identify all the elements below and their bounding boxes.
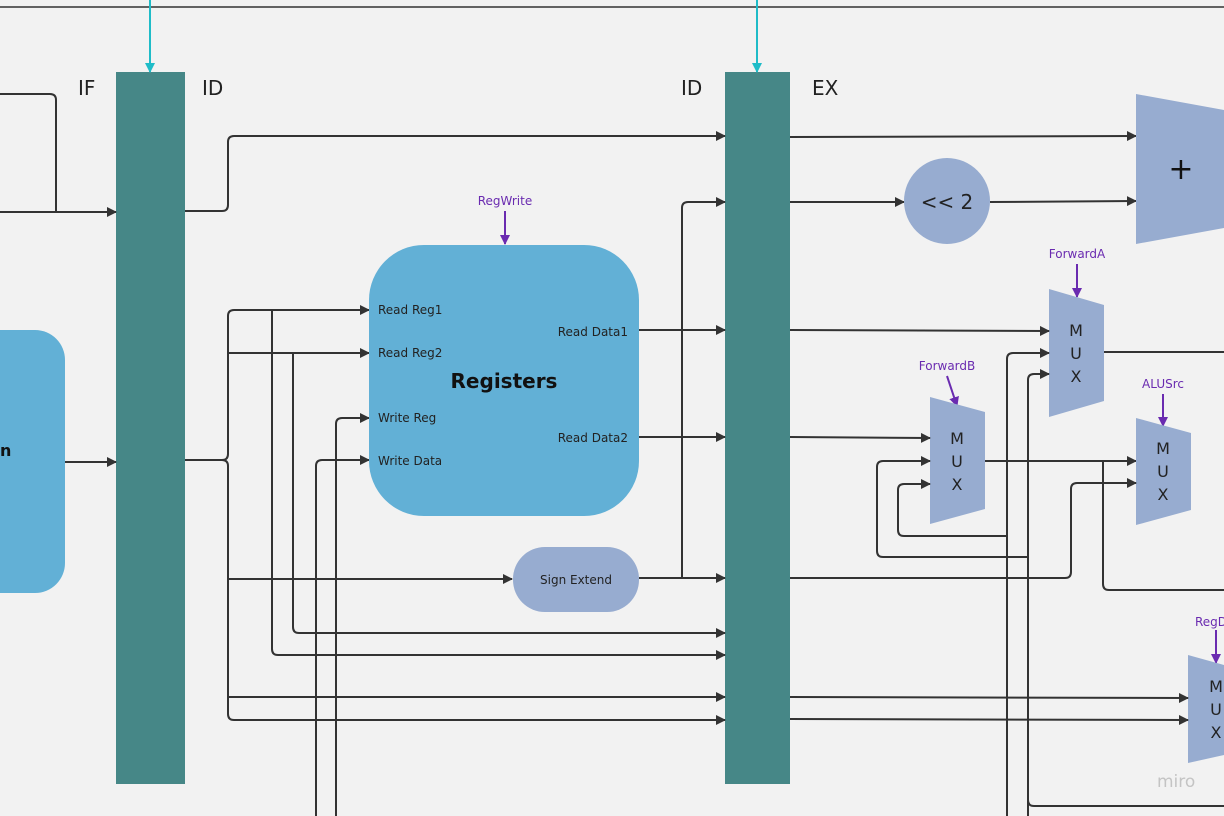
wire-pc-loop: [0, 93, 57, 212]
wire-fwd-b-input-2: [876, 456, 1028, 558]
wire-instr-rd: [185, 459, 726, 725]
regdst-mux: [1188, 655, 1224, 763]
instruction-memory-block: [0, 330, 65, 593]
wire-rt-to-regdst: [789, 692, 1189, 703]
id-ex-pipeline-register: [725, 72, 790, 784]
wire-read-data2-to-fwd-b: [789, 432, 931, 443]
control-regdst-label: RegD: [1195, 615, 1224, 629]
alusrc-mux: [1136, 418, 1191, 525]
if-id-pipeline-register: [116, 72, 185, 784]
wire-rd-to-regdst: [789, 714, 1189, 725]
wire-fwd-a-input-2: [1006, 348, 1050, 816]
forward-a-mux-x: X: [1071, 367, 1082, 386]
stage-label-ex: EX: [812, 76, 839, 100]
regdst-mux-u: U: [1210, 700, 1222, 719]
control-forward-a-label: ForwardA: [1049, 247, 1106, 261]
registers-title: Registers: [451, 369, 558, 393]
port-read-data2: Read Data2: [558, 431, 628, 445]
control-alusrc-label: ALUSrc: [1142, 377, 1184, 391]
wire-write-reg: [335, 413, 370, 816]
wire-fwd-b-to-mem: [1102, 461, 1224, 591]
wire-bottom-return: [1027, 799, 1224, 807]
shift-left-2-label: << 2: [921, 190, 974, 214]
stage-label-id-right: ID: [681, 76, 702, 100]
port-write-data: Write Data: [378, 454, 442, 468]
wire-write-data: [315, 455, 370, 816]
control-forward-b-arrow: [946, 375, 959, 407]
sign-extend-label: Sign Extend: [540, 573, 612, 587]
wire-rs-to-idex: [271, 310, 726, 660]
forward-b-mux-x: X: [952, 475, 963, 494]
alusrc-mux-x: X: [1158, 485, 1169, 504]
forward-b-mux-m: M: [950, 429, 964, 448]
instruction-memory-label: n: [0, 441, 11, 460]
forward-b-mux: [930, 397, 985, 524]
alusrc-mux-m: M: [1156, 439, 1170, 458]
wire-read-data1-to-fwd-a: [789, 325, 1050, 336]
port-read-data1: Read Data1: [558, 325, 628, 339]
wire-sign-extend-branch: [681, 197, 726, 578]
forward-b-mux-u: U: [951, 452, 963, 471]
wire-imm-to-alusrc: [790, 478, 1137, 579]
wire-pc-to-adder: [789, 131, 1137, 142]
forward-a-mux-u: U: [1070, 344, 1082, 363]
port-read-reg2: Read Reg2: [378, 346, 442, 360]
wire-fwd-b-input-3: [897, 479, 1007, 537]
control-regwrite-label: RegWrite: [478, 194, 532, 208]
port-write-reg: Write Reg: [378, 411, 436, 425]
registers-block: [369, 245, 639, 516]
sign-extend-block: [513, 547, 639, 612]
branch-adder: [1136, 94, 1224, 244]
wire-read-reg1: [185, 305, 370, 461]
wire-rt-to-idex: [292, 353, 726, 638]
wire-shift-to-adder: [989, 196, 1137, 207]
miro-watermark: miro: [1157, 772, 1195, 792]
wire-fwd-a-input-3: [1027, 369, 1050, 816]
forward-a-mux-m: M: [1069, 321, 1083, 340]
regdst-mux-m: M: [1209, 677, 1223, 696]
forward-a-mux: [1049, 289, 1104, 417]
control-forward-b-label: ForwardB: [919, 359, 976, 373]
wire-pc-to-idex: [185, 131, 726, 212]
alusrc-mux-u: U: [1157, 462, 1169, 481]
port-read-reg1: Read Reg1: [378, 303, 442, 317]
stage-label-id-left: ID: [202, 76, 223, 100]
shift-left-2-block: [904, 158, 990, 244]
regdst-mux-x: X: [1211, 723, 1222, 742]
adder-label: +: [1168, 152, 1193, 187]
stage-label-if: IF: [78, 76, 95, 100]
